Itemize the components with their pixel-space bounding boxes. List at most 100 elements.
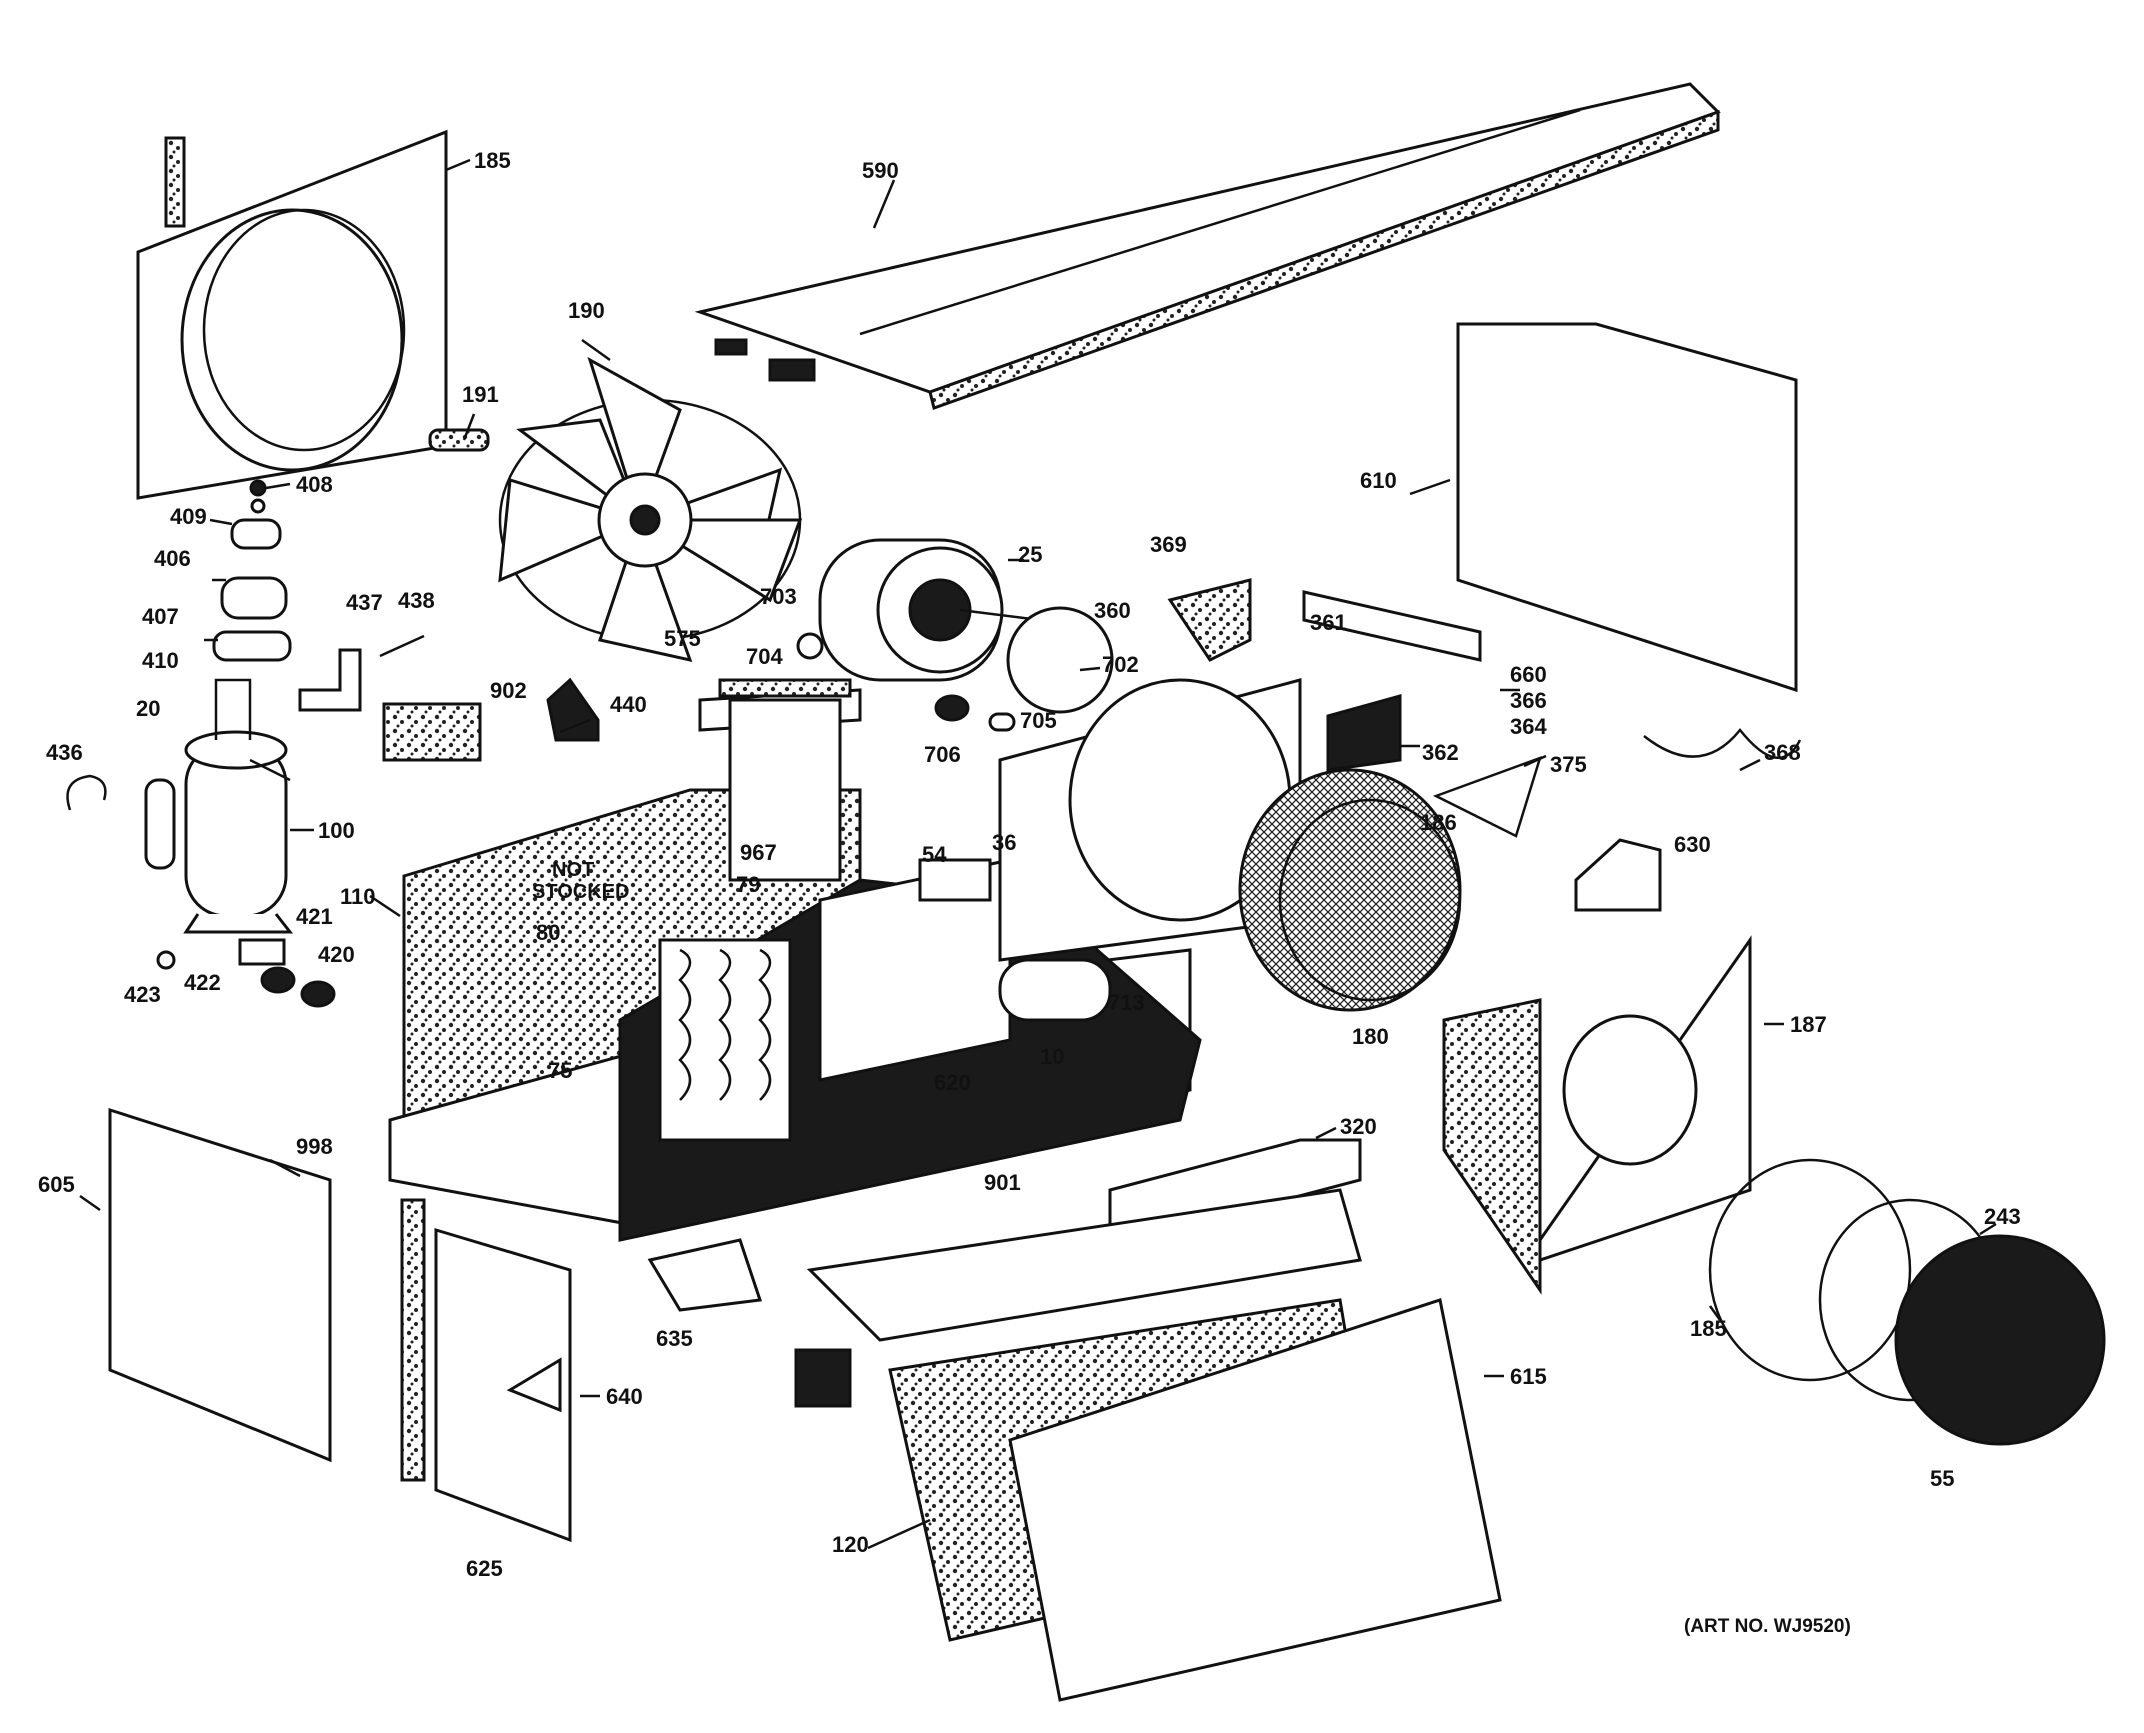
not-stocked-line2: STOCKED — [532, 881, 629, 903]
front-frame — [806, 1188, 1362, 1342]
part-438 — [379, 634, 425, 658]
part-706 — [934, 694, 970, 722]
part-705 — [988, 712, 1016, 732]
label-25: 25 — [1018, 542, 1042, 567]
seal-strip — [400, 1198, 426, 1482]
part-410 — [212, 630, 292, 662]
label-190: 190 — [568, 298, 605, 323]
label-423: 423 — [124, 982, 161, 1007]
label-640: 640 — [606, 1384, 643, 1409]
label-703: 703 — [760, 584, 797, 609]
bracket-630 — [1574, 838, 1662, 912]
part-54 — [918, 858, 992, 902]
blower-wheel-180 — [1238, 768, 1462, 1012]
label-575: 575 — [664, 626, 701, 651]
part-369 — [1167, 578, 1252, 662]
label-79: 79 — [736, 872, 760, 897]
label-410: 410 — [142, 648, 179, 673]
part-575-strip — [718, 678, 852, 698]
label-187: 187 — [1790, 1012, 1827, 1037]
label-902: 902 — [490, 678, 527, 703]
label-704: 704 — [746, 644, 783, 669]
fan-motor-25 — [818, 538, 1041, 682]
label-186: 186 — [1420, 810, 1457, 835]
side-panel-610 — [1456, 322, 1798, 693]
compressor-100 — [144, 678, 294, 934]
label-366: 366 — [1510, 688, 1547, 713]
bracket-635 — [647, 1238, 763, 1312]
label-422: 422 — [184, 970, 221, 995]
label-702: 702 — [1102, 652, 1139, 677]
label-54: 54 — [922, 842, 947, 867]
label-100: 100 — [318, 818, 355, 843]
label-55: 55 — [1930, 1466, 1954, 1491]
label-80: 80 — [536, 920, 560, 945]
label-361: 361 — [1310, 610, 1347, 635]
part-409 — [250, 498, 266, 514]
label-360: 360 — [1094, 598, 1131, 623]
part-375 — [1432, 755, 1542, 838]
part-704 — [796, 632, 824, 660]
label-10: 10 — [1040, 1044, 1064, 1069]
label-625: 625 — [466, 1556, 503, 1581]
label-630: 630 — [1674, 832, 1711, 857]
heater-75 — [658, 938, 792, 1142]
evap-coil — [1442, 998, 1542, 1295]
part-640 — [506, 1357, 562, 1413]
part-labels: 185 590 190 191 408 409 406 407 410 437 … — [38, 148, 2021, 1637]
label-615: 615 — [1510, 1364, 1547, 1389]
bracket-625 — [434, 1227, 572, 1543]
label-660: 660 — [1510, 662, 1547, 687]
part-423 — [156, 950, 176, 970]
fan-blade-190 — [498, 356, 803, 663]
label-191: 191 — [462, 382, 499, 407]
label-713: 713 — [1108, 990, 1145, 1015]
top-cover-590 — [694, 82, 1721, 410]
label-998: 998 — [296, 1134, 333, 1159]
label-620: 620 — [934, 1070, 971, 1095]
label-605: 605 — [38, 1172, 75, 1197]
part-191 — [428, 428, 490, 452]
label-180: 180 — [1352, 1024, 1389, 1049]
part-368 — [1643, 728, 1802, 759]
part-437 — [298, 648, 362, 712]
part-436 — [66, 774, 107, 811]
label-185a: 185 — [474, 148, 511, 173]
label-320: 320 — [1340, 1114, 1377, 1139]
label-421: 421 — [296, 904, 333, 929]
label-369: 369 — [1150, 532, 1187, 557]
label-364: 364 — [1510, 714, 1547, 739]
part-407 — [220, 576, 288, 620]
label-243: 243 — [1984, 1204, 2021, 1229]
label-75: 75 — [548, 1058, 572, 1083]
orifice-185b — [1708, 1158, 1912, 1382]
label-438: 438 — [398, 588, 435, 613]
label-420: 420 — [318, 942, 355, 967]
label-408: 408 — [296, 472, 333, 497]
label-409: 409 — [170, 504, 207, 529]
part-575 — [728, 698, 842, 882]
not-stocked-line1: NOT — [552, 859, 594, 881]
label-406: 406 — [154, 546, 191, 571]
label-590: 590 — [862, 158, 899, 183]
capacitor-10 — [998, 958, 1112, 1022]
label-901: 901 — [984, 1170, 1021, 1195]
label-705: 705 — [1020, 708, 1057, 733]
part-440 — [546, 677, 600, 742]
part-420a — [260, 966, 296, 994]
front-panel-615 — [1008, 1298, 1502, 1702]
grille-55 — [1894, 1234, 2106, 1446]
label-635: 635 — [656, 1326, 693, 1351]
label-967: 967 — [740, 840, 777, 865]
label-407: 407 — [142, 604, 179, 629]
side-panel-605 — [108, 1107, 332, 1463]
opening-187 — [1562, 1014, 1698, 1166]
label-436: 436 — [46, 740, 83, 765]
insulation-902 — [382, 702, 482, 762]
part-362 — [1326, 694, 1402, 772]
label-437: 437 — [346, 590, 383, 615]
label-20: 20 — [136, 696, 160, 721]
part-406 — [230, 518, 282, 550]
